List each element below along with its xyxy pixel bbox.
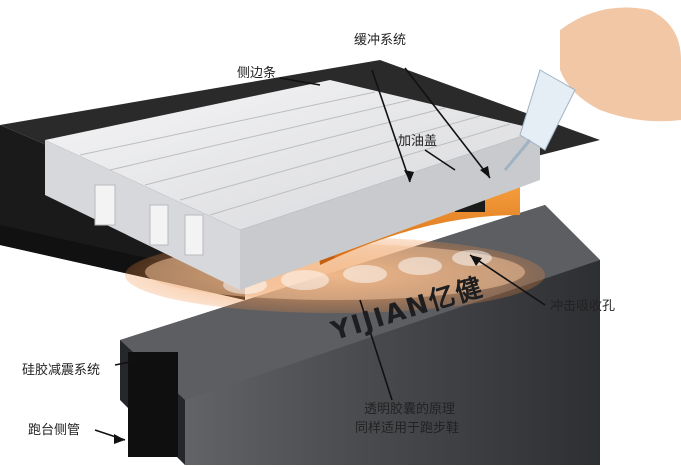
oil-cap-label: 加油盖 [398,134,438,149]
silicone-system-label: 硅胶减震系统 [22,363,101,378]
leader-arrowheads [114,166,490,444]
hand-with-dropper [503,7,681,171]
track-tube-label: 跑台侧管 [28,423,81,438]
principle-line-1: 透明胶囊的原理 [364,402,456,417]
side-strip-label: 侧边条 [237,66,277,81]
side-strip [45,80,540,290]
buffer-system-label: 缓冲系统 [354,33,407,48]
principle-line-2: 同样适用于跑步鞋 [355,421,460,436]
impact-holes-label: 冲击吸收孔 [550,299,616,314]
